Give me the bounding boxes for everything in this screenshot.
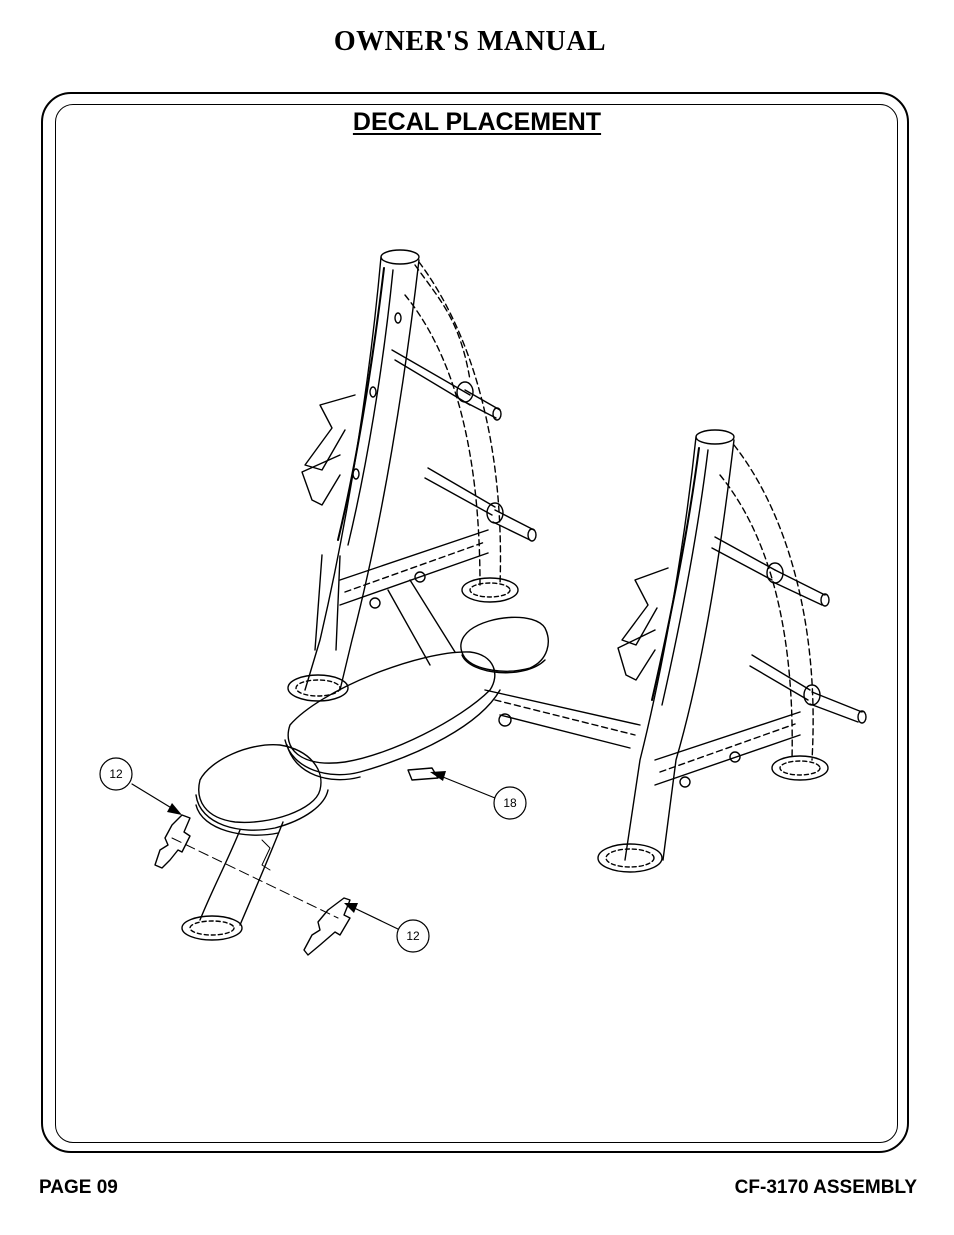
callout-label: 12 [109,767,123,781]
page-number: PAGE 09 [39,1177,118,1198]
decal-centerline [171,837,339,919]
right-plate-horns [711,536,867,724]
left-crossbar [339,529,489,609]
right-upright [597,429,735,873]
bench-spine [387,579,641,749]
page-frame-outer [41,92,909,1153]
left-plate-horns [391,349,537,542]
callout-18: 18 [493,786,527,820]
decal-strips [154,767,439,956]
leader-arrowheads [167,771,446,913]
bench-pads [195,616,549,836]
callout-label: 18 [503,796,517,810]
right-crossbar [654,711,801,788]
left-upright [287,249,420,702]
manual-title: OWNER'S MANUAL [333,26,607,57]
callout-label: 12 [406,929,420,943]
bench-front-leg [181,821,284,941]
section-title: DECAL PLACEMENT [352,108,602,136]
callout-12-a: 12 [99,757,133,791]
page-frame-inner [55,104,898,1143]
callout-12-b: 12 [396,919,430,953]
document-id: CF-3170 ASSEMBLY [734,1177,917,1198]
right-rear-arm [719,444,814,761]
left-rear-arm [404,261,502,586]
